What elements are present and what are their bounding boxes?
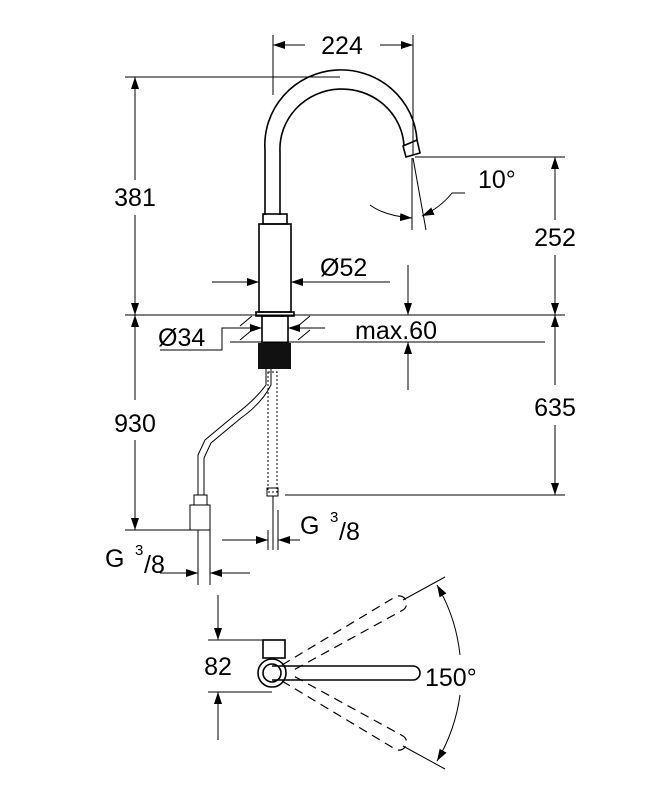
svg-text:G: G [300,512,319,540]
dim-swivel-angle: 150° [425,664,477,692]
svg-text:3: 3 [330,509,338,526]
dim-max-counter-thickness: max.60 [355,317,437,345]
dim-handle-width: 82 [204,653,232,681]
dim-height-above-counter: 381 [114,184,156,212]
svg-text:G: G [105,545,124,573]
dim-hose-length: 635 [534,394,576,422]
faucet-side-view [125,69,565,585]
dim-thread-right: G 3 /8 [300,509,360,546]
svg-text:/8: /8 [339,518,360,546]
thread-section [258,343,291,369]
dim-spout-clearance: 252 [534,224,576,252]
svg-text:/8: /8 [144,551,165,579]
dim-spout-angle: 10° [478,166,516,194]
dim-spout-reach: 224 [321,32,363,60]
dim-thread-left: G 3 /8 [105,542,165,579]
dim-hole-diameter: Ø34 [158,324,205,352]
dim-total-below-counter: 930 [114,410,156,438]
faucet-top-view [257,576,446,770]
dim-body-diameter: Ø52 [320,254,367,282]
svg-text:3: 3 [135,542,143,559]
